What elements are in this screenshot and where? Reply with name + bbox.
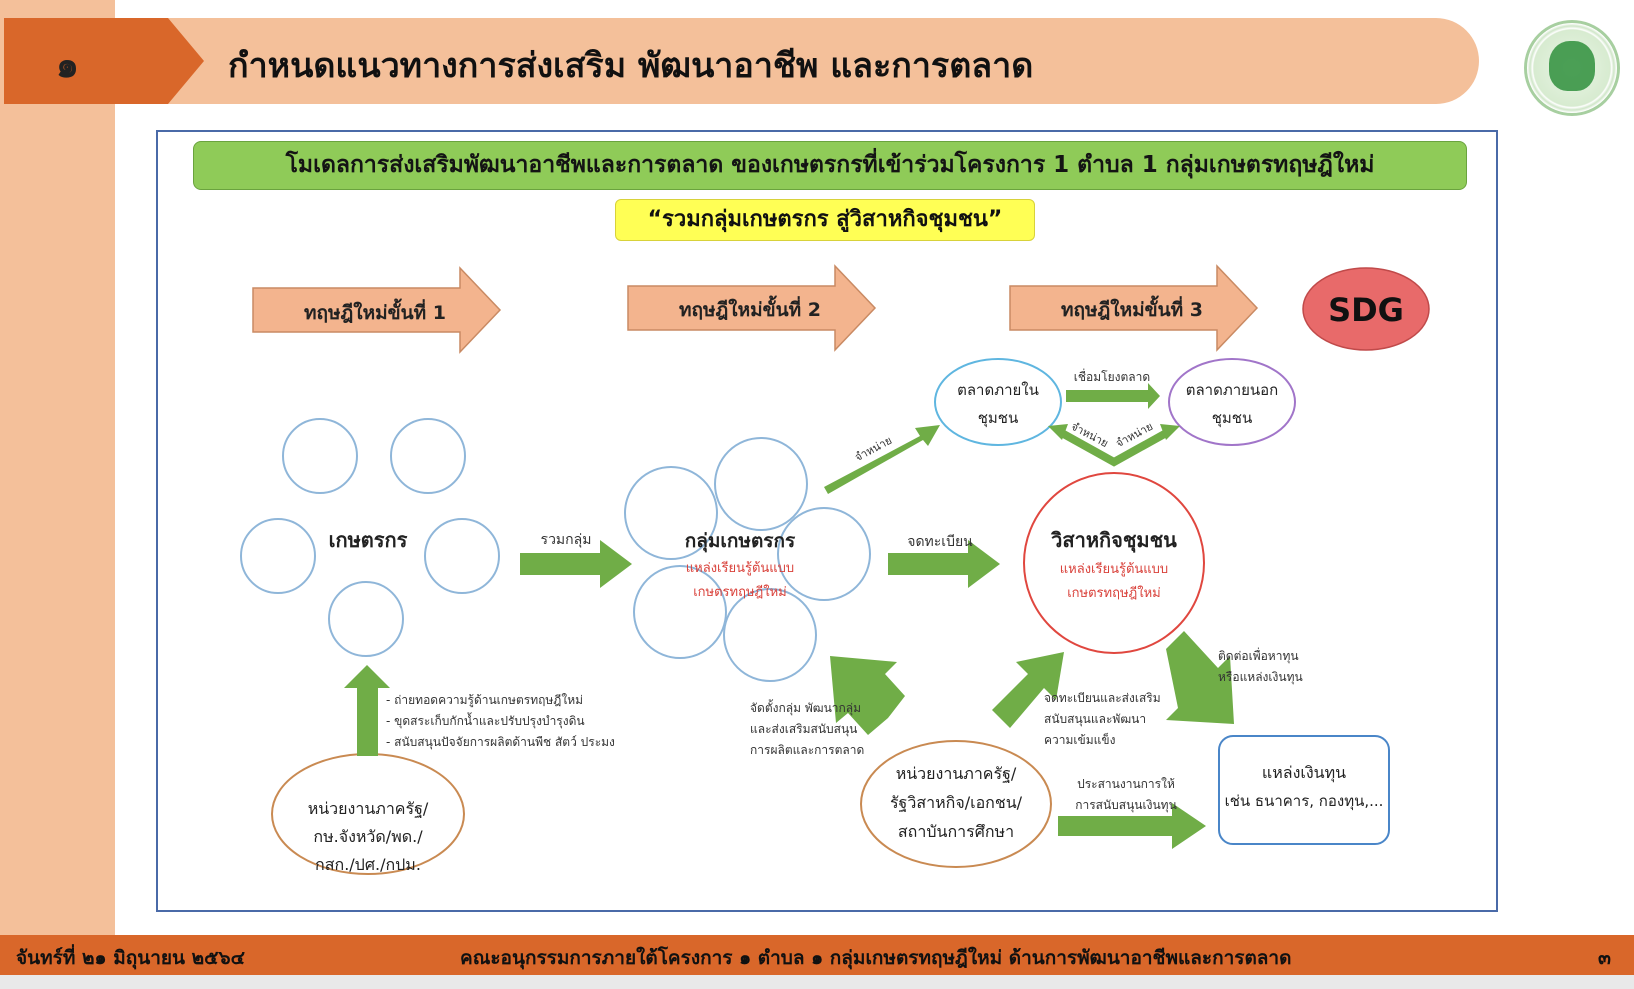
farmer-group-title: กลุ่มเกษตรกร [685,530,796,553]
fund-source-line1: แหล่งเงินทุน [1262,763,1346,783]
register-support-2: สนับสนุนและพัฒนา [1044,712,1146,727]
contact-fund-arrow [1166,631,1234,724]
bottom-margin [0,975,1634,989]
support-left-2: - ขุดสระเก็บกักน้ำและปรับปรุงบำรุงดิน [386,712,585,729]
stage-2-arrow [627,264,877,352]
farmer-group-sub2: เกษตรทฤษฎีใหม่ [693,584,787,600]
left-decor-strip [0,0,115,935]
market-out-line2: ชุมชน [1212,409,1253,428]
register-support-3: ความเข้มแข็ง [1044,732,1115,747]
gov-left-line3: กสก./ปศ./กปม. [315,855,421,874]
header-bar [4,18,1479,104]
gov-left-line2: กษ.จังหวัด/พด./ [313,827,423,846]
fund-source-box [1218,735,1390,845]
section-number-badge: ๑ [4,18,204,104]
model-title: โมเดลการส่งเสริมพัฒนาอาชีพและการตลาด ของ… [193,141,1467,190]
stage-2-label: ทฤษฎีใหม่ขั้นที่ 2 [679,295,821,321]
register-label: จดทะเบียน [907,534,973,550]
enterprise-title: วิสาหกิจชุมชน [1050,528,1177,553]
ministry-logo-icon [1524,20,1620,116]
setup-group-1: จัดตั้งกลุ่ม พัฒนากลุ่ม [750,699,861,716]
contact-fund-1: ติดต่อเพื่อหาทุน [1218,647,1299,664]
section-number: ๑ [56,45,79,86]
group-label: รวมกลุ่ม [541,532,592,548]
gov-center-line3: สถาบันการศึกษา [898,822,1014,841]
farmer-group-circles [624,437,871,682]
link-market-label: เชื่อมโยงตลาด [1074,368,1150,384]
support-up-arrow [344,665,390,756]
setup-group-2: และส่งเสริมสนับสนุน [750,722,857,737]
support-left-1: - ถ่ายทอดความรู้ด้านเกษตรทฤษฎีใหม่ [386,693,583,708]
register-support-1: จดทะเบียนและส่งเสริม [1044,691,1161,705]
link-market-arrow [1066,383,1160,409]
footer-bar: จันทร์ที่ ๒๑ มิถุนายน ๒๕๖๔ คณะอนุกรรมการ… [0,935,1634,975]
market-out-ellipse [1168,358,1296,446]
sell-v-head-left [1048,424,1068,440]
farmer-group-sub1: แหล่งเรียนรู้ต้นแบบ [686,560,794,576]
coordinate-fund-arrow [1058,803,1206,849]
gov-center-line1: หน่วยงานภาครัฐ/ [896,764,1017,783]
stage-3-label: ทฤษฎีใหม่ขั้นที่ 3 [1061,295,1203,321]
stage-1-arrow [252,266,502,354]
gov-center-ellipse [860,740,1052,868]
sdg-ellipse [1302,267,1430,351]
diagram-frame [156,130,1498,912]
market-in-ellipse [934,358,1062,446]
market-in-line1: ตลาดภายใน [957,381,1039,399]
gov-left-line1: หน่วยงานภาครัฐ/ [308,799,429,818]
footer-page-number: ๓ [1598,947,1611,969]
coordinate-fund-2: การสนับสนุนเงินทุน [1075,798,1177,813]
market-out-line1: ตลาดภายนอก [1186,381,1279,399]
stage-3-arrow [1009,264,1259,352]
support-left-3: - สนับสนุนปัจจัยการผลิตด้านพืช สัตว์ ประ… [386,735,615,750]
group-arrow [520,540,632,588]
fund-source-line2: เช่น ธนาคาร, กองทุน,... [1225,792,1384,811]
coordinate-fund-1: ประสานงานการให้ [1077,777,1175,791]
sdg-label: SDG [1328,291,1404,329]
enterprise-sub2: เกษตรทฤษฎีใหม่ [1067,585,1161,601]
sell-v-head-right [1160,424,1180,440]
register-support-arrow [992,652,1064,728]
sell-arrow-1 [824,425,940,494]
page-title: กำหนดแนวทางการส่งเสริม พัฒนาอาชีพ และการ… [228,46,1034,86]
footer-committee: คณะอนุกรรมการภายใต้โครงการ ๑ ตำบล ๑ กลุ่… [460,947,1292,969]
setup-group-arrow [830,656,905,735]
enterprise-sub1: แหล่งเรียนรู้ต้นแบบ [1060,561,1168,577]
farmers-label: เกษตรกร [329,528,408,552]
sell-v-arrows [1058,428,1170,467]
footer-date: จันทร์ที่ ๒๑ มิถุนายน ๒๕๖๔ [16,947,245,969]
market-in-line2: ชุมชน [978,409,1019,428]
slogan-box: “รวมกลุ่มเกษตรกร สู่วิสาหกิจชุมชน” [615,199,1035,241]
enterprise-circle [1023,472,1205,654]
contact-fund-2: หรือแหล่งเงินทุน [1218,670,1303,685]
farmer-circles [240,418,500,657]
gov-center-line2: รัฐวิสาหกิจ/เอกชน/ [890,793,1023,812]
setup-group-3: การผลิตและการตลาด [750,743,864,757]
register-arrow [888,540,1000,588]
stage-1-label: ทฤษฎีใหม่ขั้นที่ 1 [304,298,446,324]
